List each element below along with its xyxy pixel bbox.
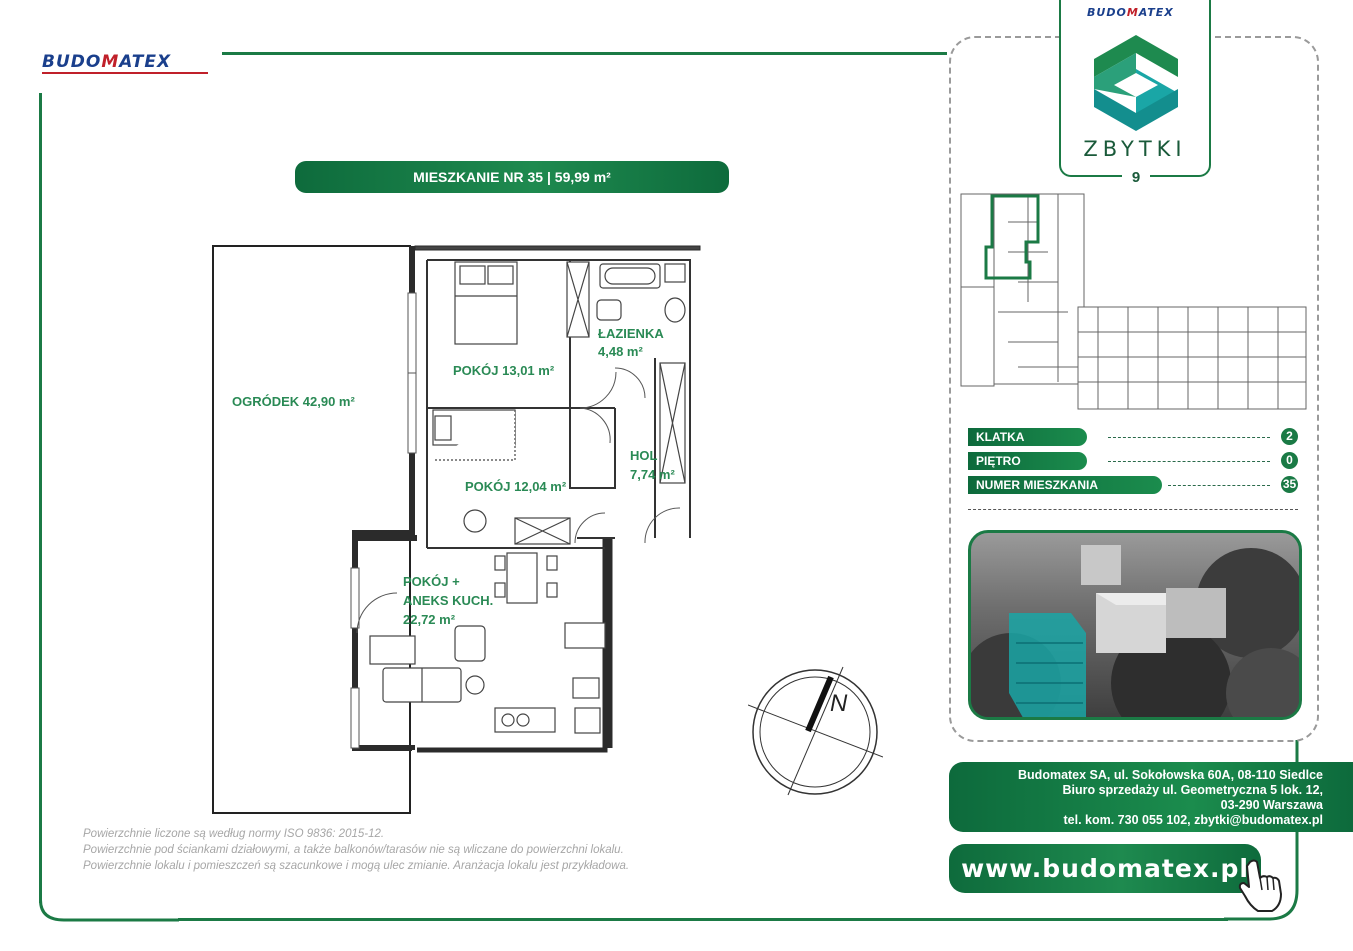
compass-north: N (830, 690, 848, 717)
floor-plan (212, 245, 701, 814)
apartment-title: MIESZKANIE NR 35 | 59,99 m² (295, 161, 729, 193)
site-plan (960, 193, 1307, 410)
project-name: ZBYTKI (1083, 137, 1187, 161)
contact-line-3: 03-290 Warszawa (1220, 798, 1323, 812)
website-text: www.budomatex.pl (961, 854, 1249, 883)
bathroom-label: ŁAZIENKA (598, 326, 664, 341)
badge-logo-right: ATEX (1138, 6, 1174, 19)
hall-area: 7,74 m² (630, 467, 675, 482)
bathroom-area: 4,48 m² (598, 344, 643, 359)
project-number: 9 (1122, 169, 1150, 186)
note-1: Powierzchnie liczone są według normy ISO… (83, 828, 385, 840)
building-photo (968, 530, 1302, 720)
note-2: Powierzchnie pod ściankami działowymi, a… (83, 844, 624, 856)
brand-logo-right: ATEX (119, 52, 172, 72)
left-frame-line (39, 93, 42, 903)
brand-logo-left: BUDO (42, 52, 102, 72)
bottom-frame-curve (39, 880, 179, 922)
badge-logo-mark: M (1126, 6, 1139, 19)
badge-brand-logo: BUDOMATEX (1087, 6, 1174, 19)
living-label-2: ANEKS KUCH. (403, 593, 494, 608)
info-dash-klatka (1108, 437, 1270, 438)
top-frame-line (222, 52, 947, 55)
badge-logo-left: BUDO (1087, 6, 1127, 19)
info-label-klatka: KLATKA (968, 428, 1087, 446)
contact-line-2: Biuro sprzedaży ul. Geometryczna 5 lok. … (1062, 783, 1323, 797)
bottom-right-frame-curve (1224, 740, 1299, 921)
bedroom-label: POKÓJ 13,01 m² (453, 363, 555, 378)
note-3: Powierzchnie lokalu i pomieszczeń są sza… (83, 860, 630, 872)
info-dash-numer (1168, 485, 1270, 486)
contact-line-1: Budomatex SA, ul. Sokołowska 60A, 08-110… (1018, 768, 1323, 782)
living-label-1: POKÓJ + (403, 574, 460, 589)
info-value-pietro: 0 (1281, 452, 1298, 469)
info-value-numer: 35 (1281, 476, 1298, 493)
hall-label: HOL (630, 448, 658, 463)
garden-area (212, 245, 411, 814)
garden-label: OGRÓDEK 42,90 m² (232, 394, 355, 409)
hand-cursor-icon (1238, 859, 1282, 912)
website-link[interactable]: www.budomatex.pl (949, 844, 1261, 893)
project-badge: BUDOMATEX ZBYTKI (1059, 0, 1211, 177)
bottom-frame-line (178, 918, 1228, 921)
info-separator (968, 509, 1298, 510)
compass-icon (748, 666, 883, 796)
brand-logo-mark: M (101, 52, 120, 72)
room2-label: POKÓJ 12,04 m² (465, 479, 567, 494)
info-dash-pietro (1108, 461, 1270, 462)
info-value-klatka: 2 (1281, 428, 1298, 445)
contact-line-4: tel. kom. 730 055 102, zbytki@budomatex.… (1063, 813, 1323, 827)
brand-logo: BUDOMATEX (42, 52, 171, 72)
apartment-title-text: MIESZKANIE NR 35 | 59,99 m² (413, 169, 611, 185)
contact-box: Budomatex SA, ul. Sokołowska 60A, 08-110… (949, 762, 1353, 832)
info-label-pietro: PIĘTRO (968, 452, 1087, 470)
info-label-numer: NUMER MIESZKANIA (968, 476, 1162, 494)
logo-underline (42, 72, 208, 74)
zbytki-logo-icon (1094, 35, 1178, 131)
living-area: 22,72 m² (403, 612, 456, 627)
